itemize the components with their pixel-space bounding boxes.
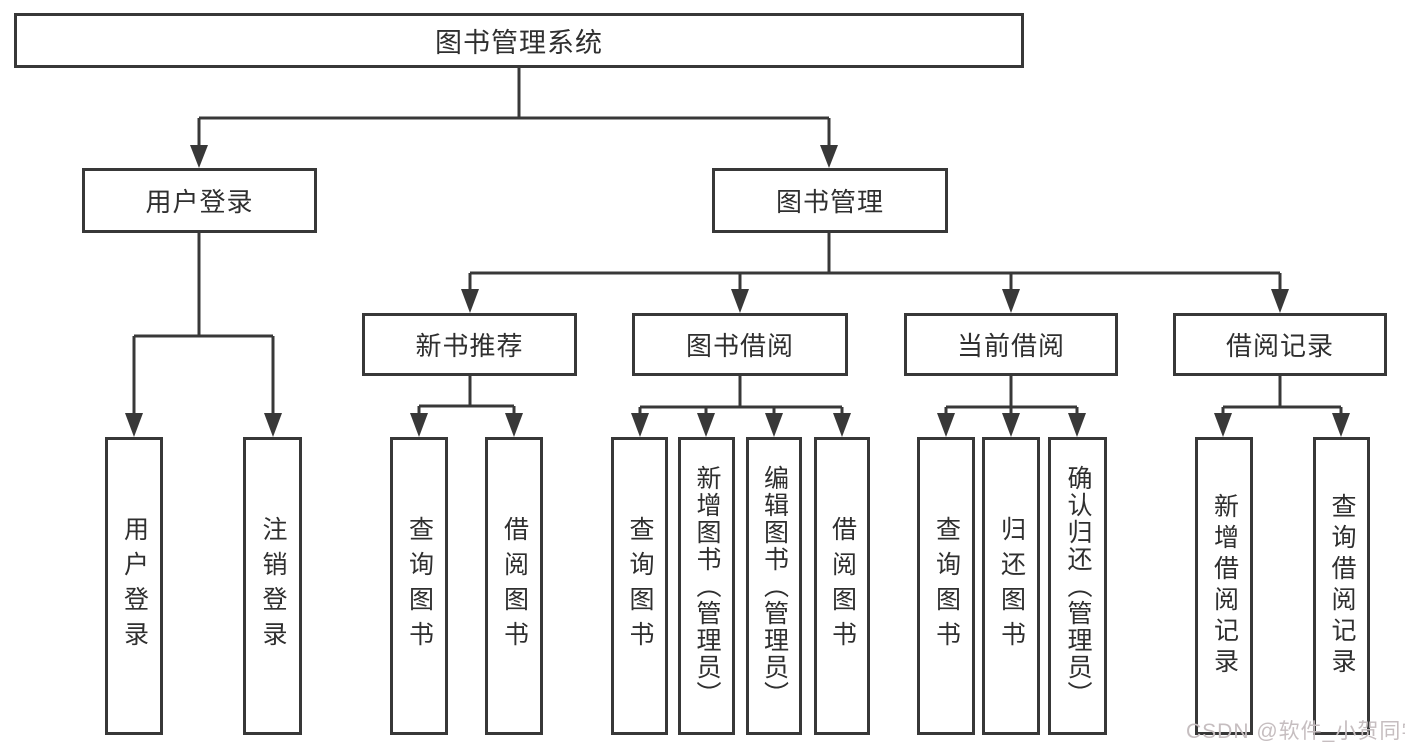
- node-new-book-recommendation-label: 新书推荐: [415, 331, 524, 361]
- leaf-edit-book-admin: 编辑图书（管理员）: [746, 437, 802, 735]
- leaf-query-borrow-record-label: 查询借阅记录: [1328, 493, 1356, 679]
- node-borrowing-records-label: 借阅记录: [1225, 331, 1334, 361]
- node-current-borrowing: 当前借阅: [904, 313, 1118, 376]
- leaf-user-login-label: 用户登录: [120, 516, 149, 656]
- node-current-borrowing-label: 当前借阅: [956, 331, 1065, 361]
- node-root-label: 图书管理系统: [435, 28, 603, 58]
- node-new-book-recommendation: 新书推荐: [362, 313, 577, 376]
- leaf-add-book-admin-label: 新增图书（管理员）: [693, 464, 721, 708]
- leaf-logout: 注销登录: [243, 437, 302, 735]
- leaf-logout-label: 注销登录: [259, 516, 287, 656]
- leaf-confirm-return-admin-label: 确认归还（管理员）: [1064, 464, 1092, 708]
- leaf-return-books: 归还图书: [982, 437, 1040, 735]
- node-user-login-label: 用户登录: [145, 187, 254, 217]
- leaf-add-book-admin: 新增图书（管理员）: [678, 437, 735, 735]
- leaf-recommend-borrow-books-label: 借阅图书: [500, 516, 529, 656]
- leaf-edit-book-admin-label: 编辑图书（管理员）: [760, 464, 789, 708]
- node-user-login: 用户登录: [82, 168, 317, 233]
- watermark-text: CSDN @软件_小贺同学: [1186, 720, 1405, 743]
- node-book-management-label: 图书管理: [775, 187, 884, 217]
- leaf-recommend-query-books-label: 查询图书: [405, 516, 434, 656]
- leaf-borrowing-query-books-label: 查询图书: [626, 516, 654, 656]
- leaf-current-query-books-label: 查询图书: [932, 516, 961, 656]
- node-borrowing-records: 借阅记录: [1173, 313, 1387, 376]
- leaf-add-borrow-record-label: 新增借阅记录: [1210, 493, 1239, 679]
- leaf-add-borrow-record: 新增借阅记录: [1195, 437, 1253, 735]
- leaf-current-query-books: 查询图书: [917, 437, 975, 735]
- node-root: 图书管理系统: [14, 13, 1024, 68]
- leaf-recommend-query-books: 查询图书: [390, 437, 448, 735]
- leaf-confirm-return-admin: 确认归还（管理员）: [1048, 437, 1107, 735]
- node-book-management: 图书管理: [712, 168, 948, 233]
- leaf-user-login: 用户登录: [105, 437, 163, 735]
- leaf-borrowing-borrow-books: 借阅图书: [814, 437, 870, 735]
- leaf-query-borrow-record: 查询借阅记录: [1313, 437, 1370, 735]
- node-book-borrowing-label: 图书借阅: [685, 331, 794, 361]
- leaf-borrowing-query-books: 查询图书: [611, 437, 668, 735]
- leaf-borrowing-borrow-books-label: 借阅图书: [828, 516, 857, 656]
- node-book-borrowing: 图书借阅: [632, 313, 848, 376]
- leaf-return-books-label: 归还图书: [997, 516, 1026, 656]
- leaf-recommend-borrow-books: 借阅图书: [485, 437, 543, 735]
